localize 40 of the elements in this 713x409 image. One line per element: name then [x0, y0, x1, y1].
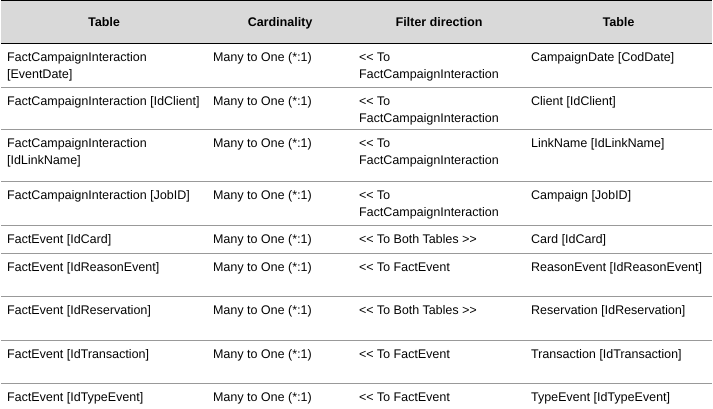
cell-text: << To Both Tables >>	[359, 232, 477, 246]
cell-text: FactEvent [IdTransaction]	[7, 347, 149, 361]
cell-text: FactEvent [IdReasonEvent]	[7, 260, 160, 274]
cell-text: << To FactEvent	[359, 347, 450, 361]
cell-text: FactCampaignInteraction [EventDate]	[7, 50, 147, 81]
cell-text: FactEvent [IdTypeEvent]	[7, 390, 144, 404]
cell-text: FactCampaignInteraction [IdLinkName]	[7, 136, 147, 167]
cell-text: TypeEvent [IdTypeEvent]	[531, 390, 670, 404]
column-header: Table	[602, 15, 634, 29]
cell-text: Campaign [JobID]	[531, 188, 632, 202]
cell-text: << To FactCampaignInteraction	[359, 50, 499, 81]
cell-text: FactCampaignInteraction [IdClient]	[7, 94, 200, 108]
cell-text: << To FactCampaignInteraction	[359, 94, 499, 125]
cell-text: << To FactEvent	[359, 260, 450, 274]
cell-text: Many to One (*:1)	[213, 50, 312, 64]
cell-text: << To FactCampaignInteraction	[359, 188, 499, 219]
cell-text: FactEvent [IdCard]	[7, 232, 112, 246]
cell-text: Many to One (*:1)	[213, 188, 312, 202]
cell-text: Many to One (*:1)	[213, 232, 312, 246]
cell-text: FactCampaignInteraction [JobID]	[7, 188, 190, 202]
cell-text: << To FactCampaignInteraction	[359, 136, 499, 167]
cell-text: Client [IdClient]	[531, 94, 616, 108]
cell-text: Reservation [IdReservation]	[531, 303, 686, 317]
cell-text: Many to One (*:1)	[213, 136, 312, 150]
column-header: Table	[88, 15, 120, 29]
cell-text: Card [IdCard]	[531, 232, 606, 246]
cell-text: Many to One (*:1)	[213, 94, 312, 108]
cell-text: Many to One (*:1)	[213, 303, 312, 317]
column-header: Filter direction	[396, 15, 482, 29]
cell-text: LinkName [IdLinkName]	[531, 136, 664, 150]
cell-text: << To FactEvent	[359, 390, 450, 404]
cell-text: << To Both Tables >>	[359, 303, 477, 317]
cell-text: FactEvent [IdReservation]	[7, 303, 151, 317]
cell-text: CampaignDate [CodDate]	[531, 50, 674, 64]
cell-text: Many to One (*:1)	[213, 347, 312, 361]
cell-text: ReasonEvent [IdReasonEvent]	[531, 260, 702, 274]
column-header: Cardinality	[248, 15, 312, 29]
cell-text: Many to One (*:1)	[213, 260, 312, 274]
cell-text: Many to One (*:1)	[213, 390, 312, 404]
cell-text: Transaction [IdTransaction]	[531, 347, 682, 361]
